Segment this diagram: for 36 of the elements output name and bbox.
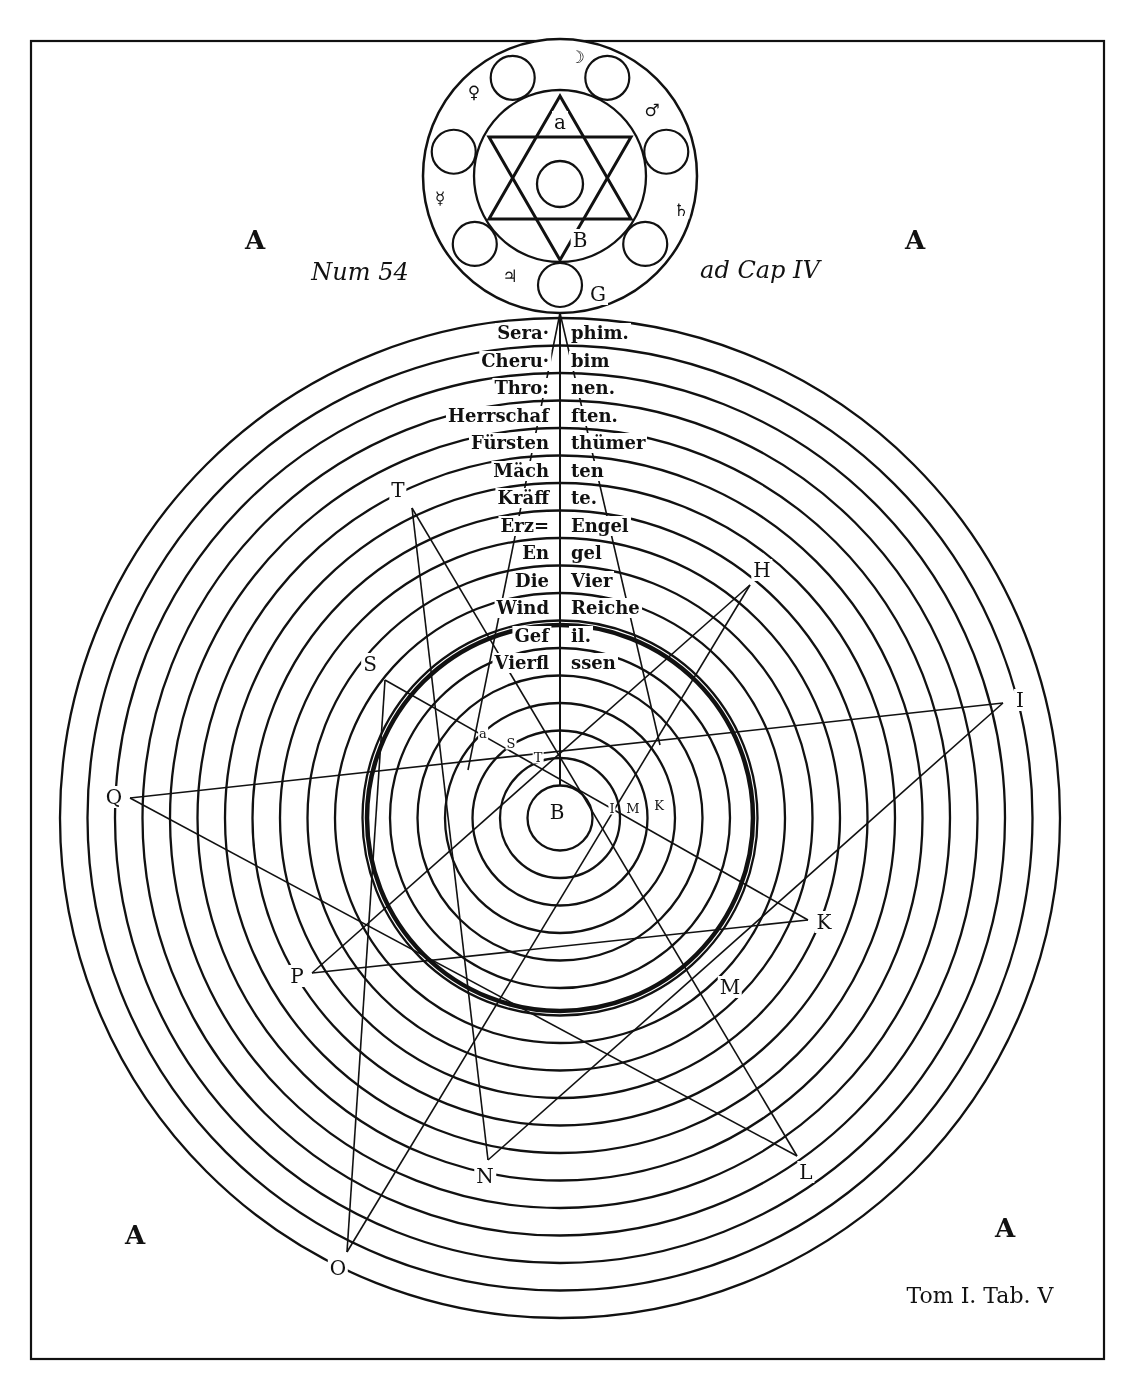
ring-inscription: thümer <box>569 433 648 453</box>
point-label: M <box>717 976 743 998</box>
ring-inscription: Engel <box>569 515 631 536</box>
ring-inscription: Wind <box>494 598 551 618</box>
planet-symbol: ♂ <box>643 101 661 119</box>
point-label: K <box>653 798 665 812</box>
point-label: S <box>505 736 517 750</box>
ring-inscription: Fürsten <box>468 433 551 453</box>
point-label: T <box>532 750 544 764</box>
ring-inscription: bim <box>569 350 612 371</box>
planet-symbol: ♀ <box>466 83 482 101</box>
ring-inscription: Kräff <box>495 488 551 508</box>
ring-inscription: phim. <box>569 323 631 343</box>
ring-inscription: Cheru· <box>479 350 551 371</box>
ring-inscription: Mäch <box>491 460 551 481</box>
point-label: P <box>288 965 306 987</box>
ring-inscription: gel <box>569 543 604 563</box>
point-label: K <box>814 911 834 933</box>
point-label: I <box>608 801 616 815</box>
ring-inscription: Thro: <box>492 378 551 398</box>
point-label: M <box>625 801 641 815</box>
point-label: I <box>1014 689 1026 711</box>
point-label: L <box>797 1161 815 1183</box>
chapter-reference: ad Cap IV <box>698 257 822 283</box>
ring-inscription: ten <box>569 460 606 481</box>
point-label: a <box>478 726 488 740</box>
point-label: H <box>751 559 773 581</box>
ring-inscription: ften. <box>569 405 620 426</box>
point-label: T <box>389 479 407 501</box>
point-label: G <box>588 283 608 305</box>
ring-inscription: nen. <box>569 378 617 398</box>
planet-symbol: ☿ <box>433 189 447 207</box>
ring-inscription: Herrschaf <box>446 405 551 426</box>
ring-inscription: Vierfl <box>492 653 551 673</box>
ring-inscription: Erz= <box>498 515 551 536</box>
ring-inscription: Reiche <box>569 598 642 618</box>
